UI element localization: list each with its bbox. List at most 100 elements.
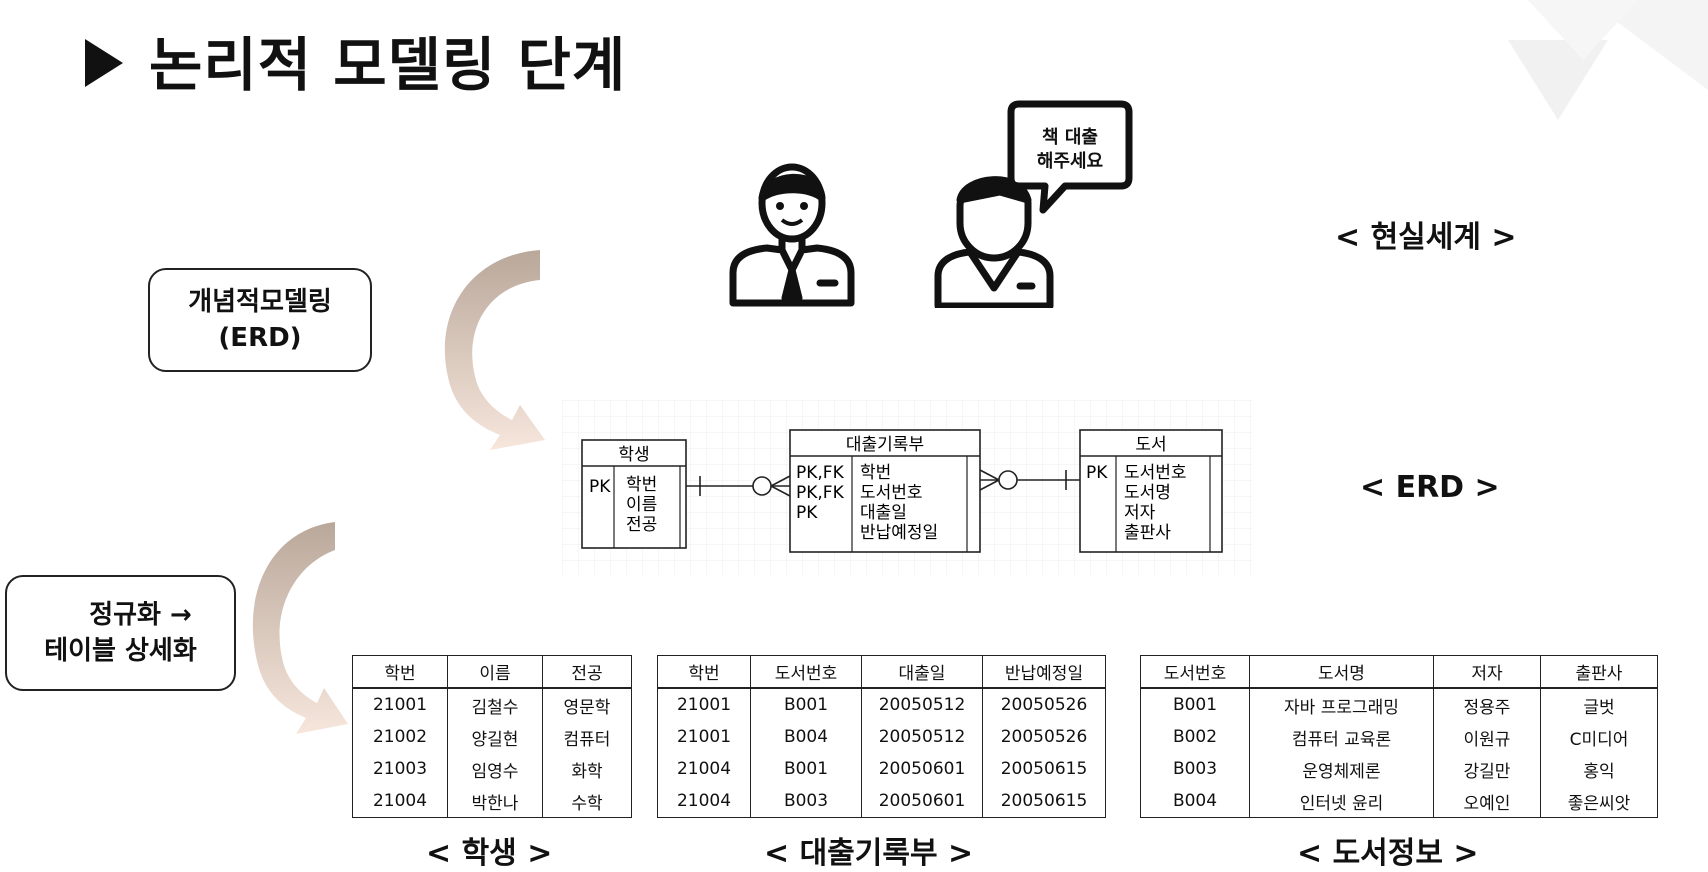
table-cell: C미디어 [1569, 729, 1629, 750]
page-title-text: 논리적 모델링 단계 [149, 31, 627, 99]
table-cell: 20050526 [1000, 727, 1088, 747]
triangle-bullet-icon [85, 38, 123, 87]
table-cell: 자바 프로그래밍 [1249, 688, 1434, 721]
table-header: 이름 [447, 656, 543, 689]
loan-table: 학번 도서번호 대출일 반납예정일 21001 B001 20050512 20… [657, 655, 1106, 818]
table-row: 21003 임영수 화학 [353, 753, 631, 785]
table-header: 대출일 [861, 656, 983, 689]
erd-entity-book: 도서 PK 도서번호 도서명 저자 출판사 [1079, 429, 1223, 553]
erd-loan-key: PK [796, 503, 818, 523]
table-header: 출판사 [1540, 656, 1657, 689]
erd-book-attr: 도서번호 [1124, 463, 1187, 483]
erd-student-name: 학생 [618, 445, 649, 465]
table-cell: 21001 [353, 688, 448, 721]
table-row: 21004 B003 20050601 20050615 [658, 785, 1105, 817]
erd-loan-attr: 반납예정일 [860, 523, 938, 543]
erd-loan-attr: 대출일 [860, 503, 907, 523]
table-row: 21001 B004 20050512 20050526 [658, 721, 1105, 753]
erd-entity-loan: 대출기록부 PK,FK PK,FK PK 학번 도서번호 대출일 반납예정일 [789, 429, 981, 553]
table-cell: B003 [750, 785, 862, 817]
erd-label: < ERD > [1360, 470, 1500, 505]
erd-student-attr: 이름 [626, 495, 657, 515]
normalization-label: 정규화 → [89, 600, 192, 630]
table-cell: 양길현 [447, 721, 543, 753]
normalization-box: 정규화 → 테이블 상세화 [5, 575, 236, 691]
erd-book-attr: 저자 [1124, 503, 1156, 523]
erd-relationship-loan-book [979, 469, 1080, 491]
table-cell: 21003 [353, 753, 448, 785]
erd-entity-student: 학생 PK 학번 이름 전공 [581, 439, 687, 549]
speech-bubble-text: 책 대출 해주세요 [1018, 126, 1122, 174]
table-header: 학번 [658, 656, 751, 689]
erd-book-attr: 출판사 [1124, 523, 1171, 543]
table-header: 반납예정일 [982, 656, 1105, 689]
table-cell: 운영체제론 [1249, 753, 1434, 785]
conceptual-modeling-box: 개념적모델링 (ERD) [148, 268, 372, 372]
table-row: B001 자바 프로그래밍 정용주 글벗 [1141, 688, 1657, 721]
table-cell: 21001 [658, 688, 751, 721]
table-cell: 화학 [571, 761, 603, 782]
table-cell: 인터넷 윤리 [1249, 785, 1434, 817]
table-cell: 21004 [353, 785, 448, 817]
table-cell: B003 [1141, 753, 1250, 785]
table-cell: B001 [750, 688, 862, 721]
erd-loan-key: PK,FK [796, 463, 845, 483]
page-title: 논리적 모델링 단계 [85, 18, 626, 102]
table-cell: 20050615 [1000, 759, 1088, 779]
erd-book-attr: 도서명 [1124, 483, 1171, 503]
table-row: B002 컴퓨터 교육론 이원규 C미디어 [1141, 721, 1657, 753]
table-cell: 20050512 [861, 721, 983, 753]
table-cell: 컴퓨터 교육론 [1249, 721, 1434, 753]
book-table-caption: < 도서정보 > [1297, 836, 1479, 871]
table-cell: 21002 [353, 721, 448, 753]
real-world-label: < 현실세계 > [1335, 220, 1517, 255]
erd-loan-name: 대출기록부 [846, 435, 924, 455]
table-cell: 20050601 [861, 753, 983, 785]
student-person-icon [729, 163, 855, 307]
table-header: 도서명 [1249, 656, 1434, 689]
table-cell: 20050615 [1000, 791, 1088, 811]
table-header: 저자 [1433, 656, 1541, 689]
table-row: 21002 양길현 컴퓨터 [353, 721, 631, 753]
erd-relationship-student-loan [686, 475, 791, 497]
table-header: 도서번호 [750, 656, 862, 689]
erd-student-attr: 전공 [626, 515, 657, 535]
curved-arrow-icon [444, 250, 545, 450]
table-cell: B002 [1141, 721, 1250, 753]
erd-loan-attr: 학번 [860, 463, 891, 483]
student-table-caption: < 학생 > [426, 836, 553, 871]
table-cell: 이원규 [1433, 721, 1541, 753]
student-table: 학번 이름 전공 21001 김철수 영문학 21002 양길현 컴퓨터 210… [352, 655, 632, 818]
table-cell: 오예인 [1433, 785, 1541, 817]
table-cell: 컴퓨터 [563, 729, 611, 750]
table-row: B003 운영체제론 강길만 홍익 [1141, 753, 1657, 785]
table-cell: B001 [1141, 688, 1250, 721]
speech-line-2: 해주세요 [1036, 151, 1104, 172]
erd-loan-attr: 도서번호 [860, 483, 923, 503]
table-cell: 김철수 [447, 688, 543, 721]
table-cell: 21004 [658, 785, 751, 817]
table-cell: 홍익 [1583, 761, 1615, 782]
table-cell: B004 [1141, 785, 1250, 817]
corner-decoration [1508, 0, 1708, 120]
erd-book-key: PK [1086, 463, 1108, 483]
table-cell: 정용주 [1433, 688, 1541, 721]
conceptual-modeling-label: 개념적모델링 [188, 287, 332, 317]
loan-table-caption: < 대출기록부 > [764, 836, 974, 871]
speech-bubble-icon [1007, 100, 1133, 214]
erd-loan-key: PK,FK [796, 483, 845, 503]
table-cell: 20050512 [861, 688, 983, 721]
table-cell: B001 [750, 753, 862, 785]
table-cell: 글벗 [1583, 697, 1615, 718]
table-cell: 박한나 [447, 785, 543, 817]
table-cell: 수학 [571, 793, 603, 814]
table-cell: B004 [750, 721, 862, 753]
table-cell: 강길만 [1433, 753, 1541, 785]
book-info-table: 도서번호 도서명 저자 출판사 B001 자바 프로그래밍 정용주 글벗 B00… [1140, 655, 1658, 818]
table-row: 21001 B001 20050512 20050526 [658, 688, 1105, 721]
table-row: 21004 박한나 수학 [353, 785, 631, 817]
erd-student-attr: 학번 [626, 475, 657, 495]
speech-line-1: 책 대출 [1042, 127, 1098, 148]
table-cell: 21001 [658, 721, 751, 753]
table-row: B004 인터넷 윤리 오예인 좋은씨앗 [1141, 785, 1657, 817]
